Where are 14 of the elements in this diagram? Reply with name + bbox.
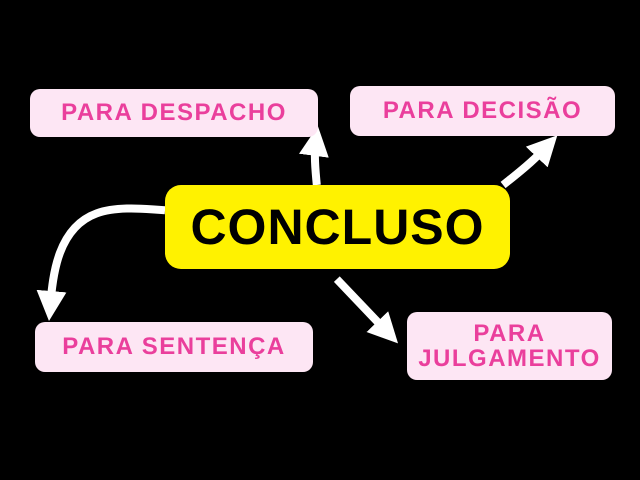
arrow bbox=[334, 276, 398, 344]
node-text: PARA SENTENÇA bbox=[62, 334, 286, 360]
node-text: PARA DECISÃO bbox=[382, 98, 582, 124]
node-text: PARA DESPACHO bbox=[61, 100, 287, 126]
label-box bbox=[407, 312, 612, 380]
arrow bbox=[36, 204, 166, 321]
label-box bbox=[35, 322, 313, 372]
node-text: PARA JULGAMENTO bbox=[417, 320, 602, 372]
node-text: CONCLUSO bbox=[190, 198, 485, 256]
label-box bbox=[350, 86, 615, 136]
arrow bbox=[500, 135, 558, 188]
title-box bbox=[165, 185, 510, 269]
label-box bbox=[30, 89, 318, 137]
arrow bbox=[299, 126, 329, 186]
